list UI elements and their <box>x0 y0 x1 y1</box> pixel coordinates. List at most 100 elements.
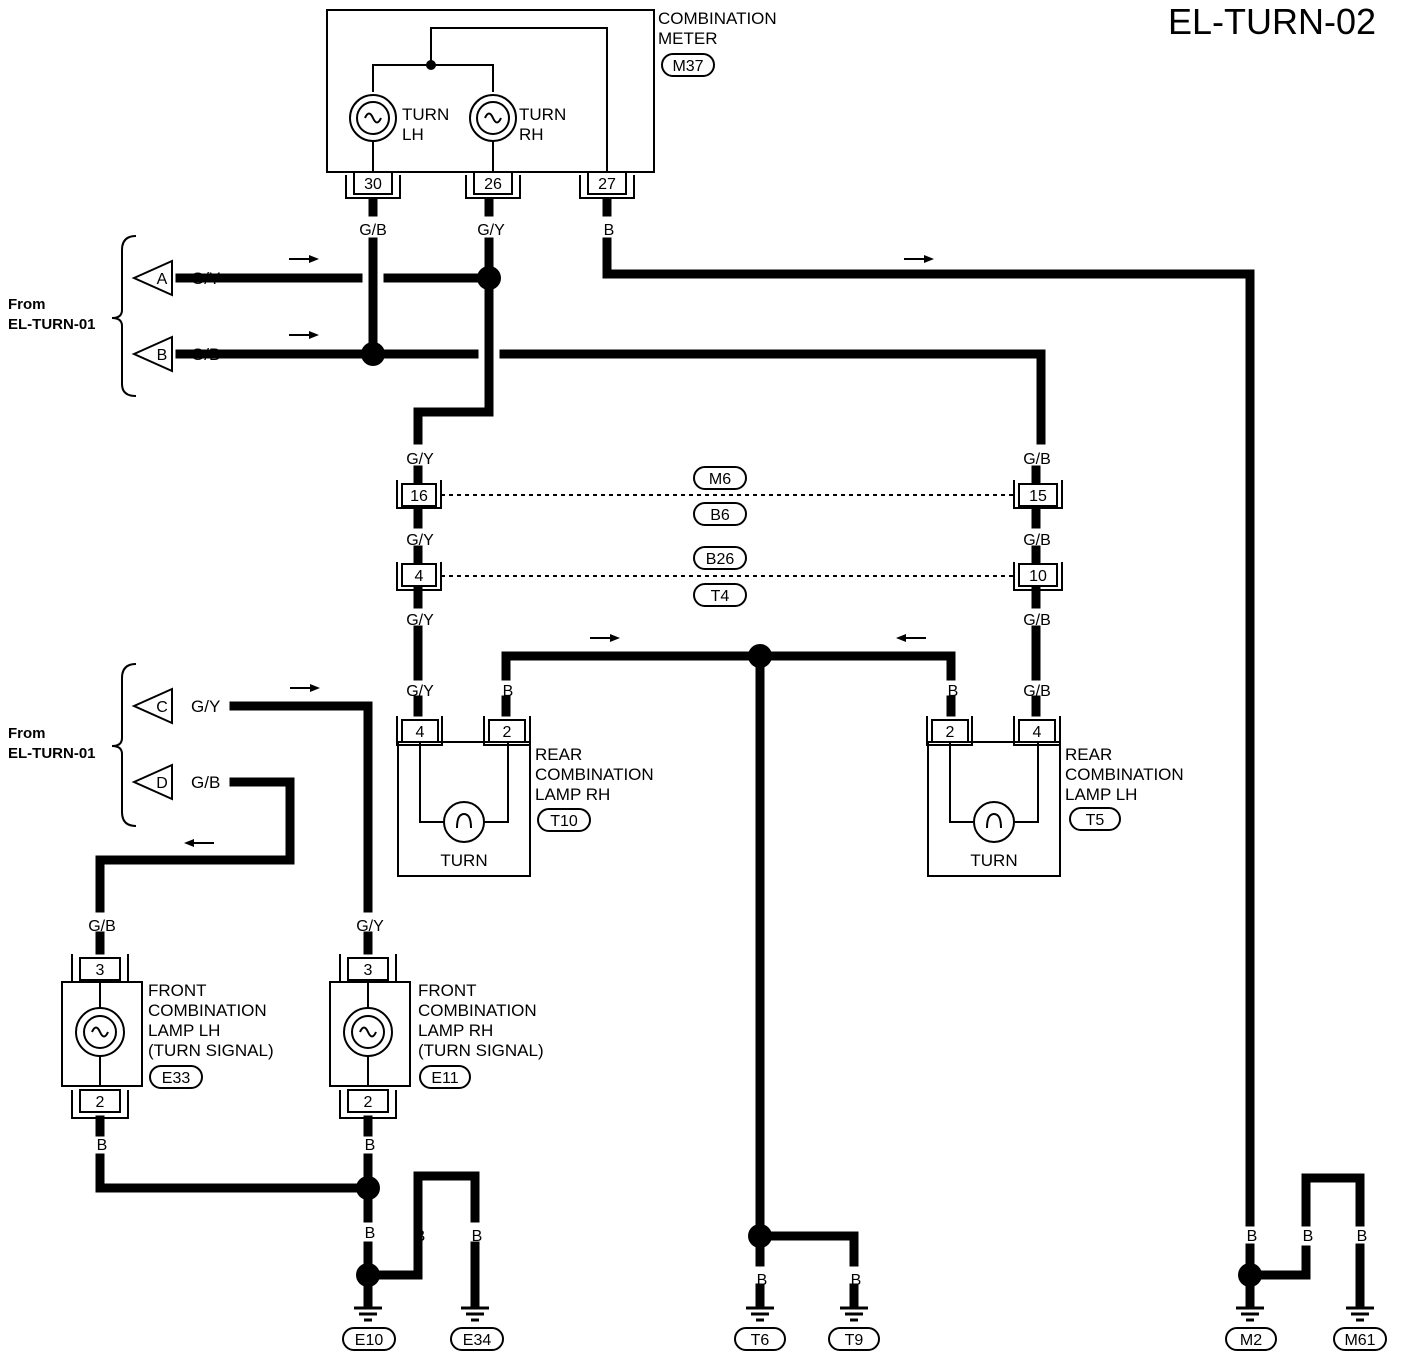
wire-label-b: G/B <box>191 345 220 364</box>
connector-d: D <box>131 763 173 801</box>
flow-arrow-icon <box>183 838 215 848</box>
rear-rh-name-2: COMBINATION <box>535 765 654 784</box>
svg-text:E34: E34 <box>463 1332 492 1349</box>
connector-b: B <box>131 335 173 373</box>
ground-icon <box>354 1306 382 1322</box>
front-lh-name-3: LAMP LH <box>148 1021 220 1040</box>
front-lh-pin-2: 2 <box>71 1089 129 1119</box>
from-label: From <box>8 725 46 742</box>
wire-label-t9: B <box>851 1272 862 1289</box>
front-lh-tag: E33 <box>149 1065 203 1089</box>
rear-lh-bulb-icon <box>973 801 1015 843</box>
front-lh-name: FRONT <box>148 981 207 1000</box>
wire-label-m61: B <box>1357 1228 1368 1245</box>
svg-text:M2: M2 <box>1240 1332 1262 1349</box>
connector-a: A <box>131 259 173 297</box>
front-rh-pin-3: 3 <box>339 954 397 983</box>
from-label-2: EL-TURN-01 <box>8 745 96 762</box>
joint-connectors: 16 15 M6 B6 4 10 B26 <box>396 465 1063 681</box>
svg-text:C: C <box>156 699 168 716</box>
wire-label-flh-top: G/B <box>88 918 116 935</box>
wire-label-a: G/Y <box>191 269 220 288</box>
wire-label-m30: G/B <box>359 222 387 239</box>
turn-rh-label: TURN <box>519 105 566 124</box>
wire-label-rgb-mid: G/B <box>1023 532 1051 549</box>
svg-text:B26: B26 <box>706 551 735 568</box>
svg-text:27: 27 <box>598 176 616 193</box>
from-label: From <box>8 296 46 313</box>
rear-lh-pin-2: 2 <box>926 716 973 746</box>
svg-text:26: 26 <box>484 176 502 193</box>
joint-tag-t4: T4 <box>693 583 747 607</box>
meter-tag: M37 <box>661 53 715 77</box>
svg-text:2: 2 <box>503 724 512 741</box>
svg-text:E11: E11 <box>431 1070 458 1087</box>
turn-lh-label-2: LH <box>402 125 424 144</box>
wire-label-e34: B <box>472 1228 483 1245</box>
turn-lh-label: TURN <box>402 105 449 124</box>
rear-combination-lamp-lh: 2 4 TURN REAR COMBINATION LAMP LH T5 <box>926 716 1184 877</box>
ground-tag-e10: E10 <box>342 1327 396 1351</box>
ground-tag-m2: M2 <box>1225 1327 1277 1351</box>
rear-rh-pin-2: 2 <box>483 716 531 746</box>
wire-label-e34-b: B <box>415 1228 426 1245</box>
flow-arrow-icon <box>289 683 321 693</box>
rear-rh-tag: T10 <box>537 808 591 832</box>
wire-label-lgy-lamp: G/Y <box>406 683 434 700</box>
joint-tag-b26: B26 <box>693 546 747 570</box>
svg-text:4: 4 <box>416 724 425 741</box>
wire-label-m2: B <box>1247 1228 1258 1245</box>
rear-rh-pin-4: 4 <box>396 716 443 746</box>
svg-text:4: 4 <box>1033 724 1042 741</box>
wire-label-frh-top: G/Y <box>356 918 384 935</box>
wires-m2-m61 <box>1238 1173 1365 1309</box>
meter-pin-26: 26 <box>465 171 521 199</box>
rear-rh-bulb-label: TURN <box>440 851 487 870</box>
flow-arrow-icon <box>288 330 320 340</box>
ground-symbols <box>354 1306 1374 1322</box>
ground-tag-t9: T9 <box>828 1327 880 1351</box>
combination-meter: TURN LH TURN RH COMBINATION METER M37 30… <box>326 9 777 199</box>
wire-label-frh-bot: B <box>365 1137 376 1154</box>
flow-arrow-icon <box>288 254 320 264</box>
front-rh-name-3: LAMP RH <box>418 1021 493 1040</box>
rear-lh-name-3: LAMP LH <box>1065 785 1137 804</box>
ground-icon <box>746 1306 774 1322</box>
rear-lh-tag: T5 <box>1069 807 1121 831</box>
wire-label-lgy-top: G/Y <box>406 451 434 468</box>
rear-rh-name: REAR <box>535 745 582 764</box>
wire-label-e-mid: B <box>365 1225 376 1242</box>
joint-pin-4: 4 <box>396 562 442 591</box>
wire-label-rlh-b: B <box>948 683 959 700</box>
flow-arrow-icon <box>903 254 935 264</box>
rear-lh-name: REAR <box>1065 745 1112 764</box>
flow-arrow-icon <box>895 633 927 643</box>
svg-text:3: 3 <box>96 962 105 979</box>
wire-label-rrh-b: B <box>503 683 514 700</box>
front-lh-bulb-icon <box>75 1007 125 1057</box>
wire-label-lgy-low: G/Y <box>406 612 434 629</box>
rear-combination-lamp-rh: 4 2 TURN REAR COMBINATION LAMP RH T10 <box>396 716 654 877</box>
joint-pin-10: 10 <box>1013 562 1063 591</box>
turn-lh-bulb-icon <box>349 94 397 142</box>
ground-tag-m61: M61 <box>1333 1327 1387 1351</box>
meter-name-2: METER <box>658 29 718 48</box>
svg-text:M6: M6 <box>709 471 731 488</box>
front-lh-name-4: (TURN SIGNAL) <box>148 1041 274 1060</box>
connector-c: C <box>131 687 173 725</box>
wire-label-t6: B <box>757 1272 768 1289</box>
diagram-title: EL-TURN-02 <box>1168 1 1376 42</box>
joint-tag-b6: B6 <box>693 502 747 526</box>
wire-label-c: G/Y <box>191 697 220 716</box>
from-el-turn-01-group-2: From EL-TURN-01 C G/Y D G/B <box>8 663 220 827</box>
svg-text:30: 30 <box>364 176 382 193</box>
svg-text:B6: B6 <box>710 507 730 524</box>
from-el-turn-01-group-1: From EL-TURN-01 A G/Y B G/B <box>8 235 220 397</box>
front-combination-lamp-lh: 3 2 FRONT COMBINATION LAMP LH (TURN SIGN… <box>61 954 274 1119</box>
joint-pin-15: 15 <box>1013 480 1063 509</box>
wire-label-m2-mid: B <box>1303 1228 1314 1245</box>
svg-text:E33: E33 <box>162 1070 191 1087</box>
front-rh-name-4: (TURN SIGNAL) <box>418 1041 544 1060</box>
front-rh-tag: E11 <box>419 1065 471 1089</box>
